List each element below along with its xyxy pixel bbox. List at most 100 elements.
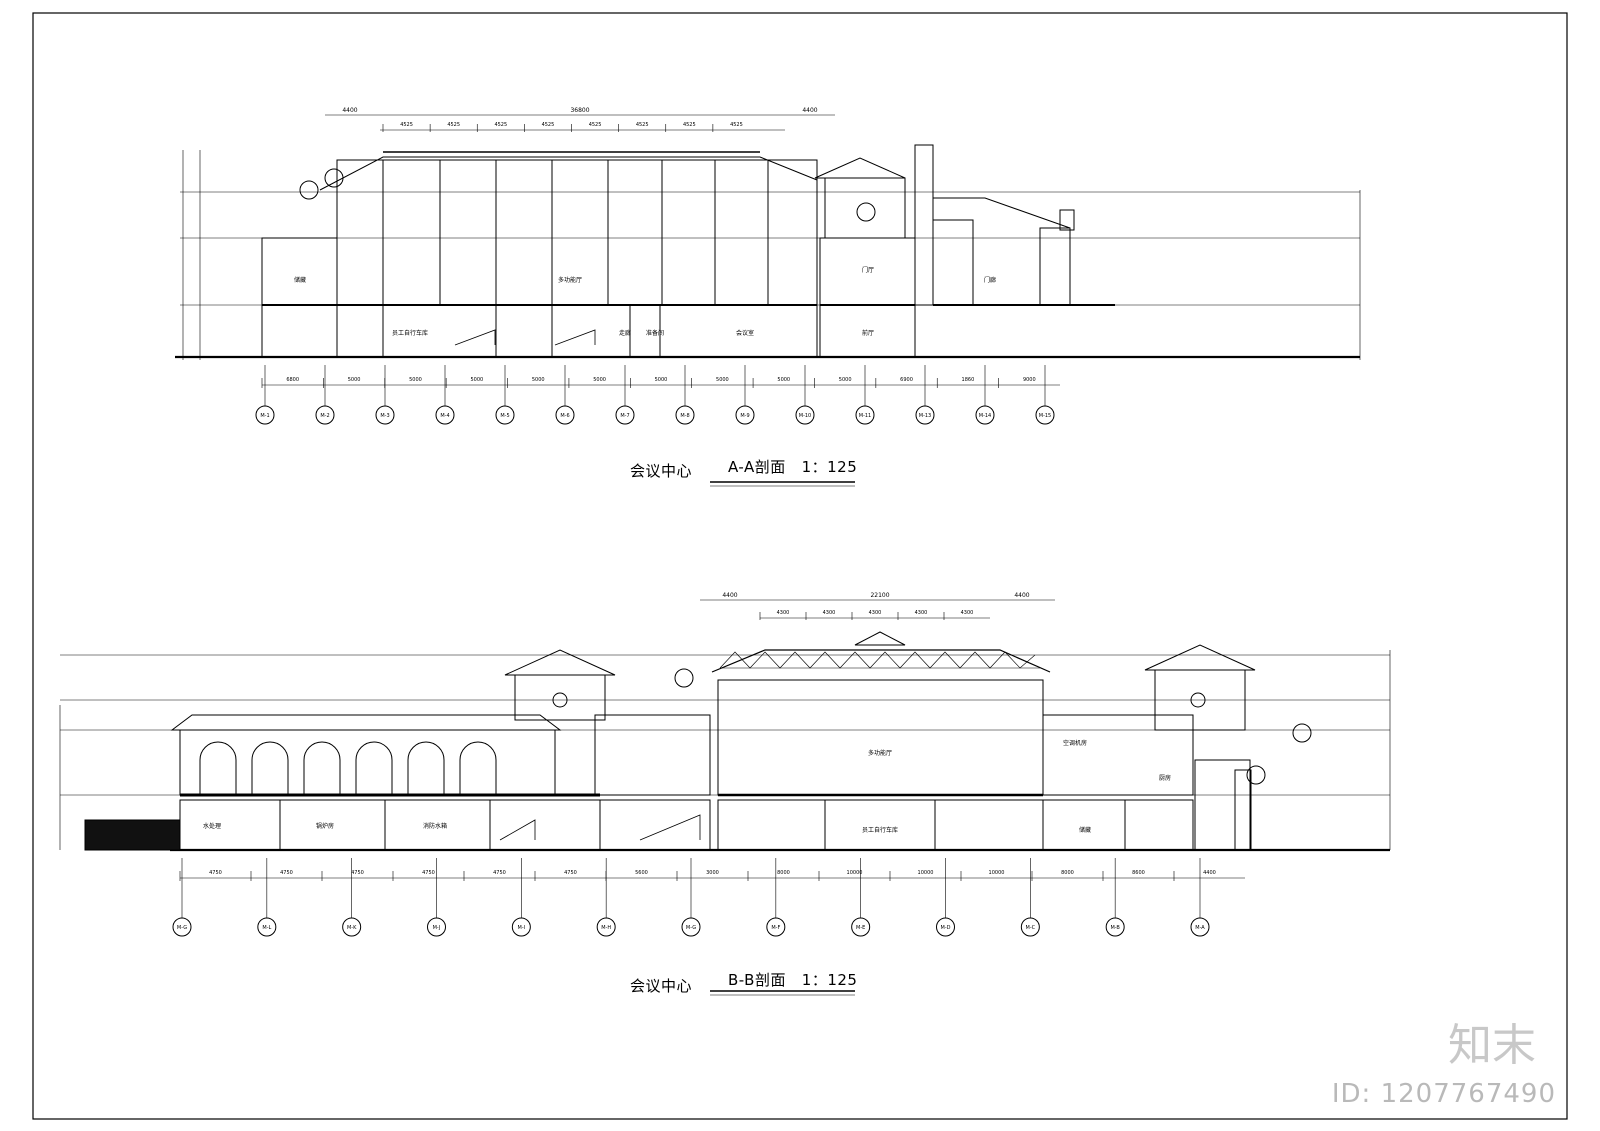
overall-dimension-label: 36800 (570, 107, 589, 114)
grid-dimension-label: 5000 (593, 377, 606, 383)
axis-bubble (495, 405, 515, 425)
grid-dimension-label: 5000 (470, 377, 483, 383)
room-label: 前厅 (862, 329, 874, 337)
room-label: 员工自行车库 (862, 826, 898, 834)
bay-dimension-label: 4525 (400, 122, 413, 128)
grid-dimension-label: 5000 (716, 377, 729, 383)
grid-dimension-label: 1860 (962, 377, 975, 383)
room-label: 多功能厅 (868, 749, 892, 757)
axis-bubble (342, 917, 362, 937)
axis-bubble (851, 917, 871, 937)
side-dimension-label: 4400 (342, 107, 357, 114)
room-label: 消防水箱 (423, 822, 447, 830)
section-b-drawing (59, 599, 1391, 879)
grid-dimension-label: 8000 (1061, 870, 1074, 876)
axis-bubble (795, 405, 815, 425)
sheet-border (32, 12, 1568, 1120)
bay-dimension-label: 4525 (683, 122, 696, 128)
grid-dimension-label: 10000 (989, 870, 1005, 876)
section-a-room-labels: 储藏多功能厅门厅门廊员工自行车库会议室前厅准备间走廊 (294, 266, 996, 337)
axis-bubble (735, 405, 755, 425)
watermark-id: ID: 1207767490 (1331, 1079, 1556, 1109)
section-b-label: B-B剖面 (728, 971, 786, 989)
grid-dimension-label: 4750 (209, 870, 222, 876)
section-a-scale: 1：125 (801, 458, 858, 476)
axis-label: M-I (518, 925, 526, 931)
grid-dimension-label: 5000 (655, 377, 668, 383)
bay-dimension-label: 4525 (542, 122, 555, 128)
watermark-brand-logo: 知末 (1448, 1020, 1536, 1071)
room-label: 空调机房 (1063, 739, 1087, 747)
axis-bubble (975, 405, 995, 425)
axis-label: M-7 (620, 413, 629, 419)
axis-label: M-B (1110, 925, 1120, 931)
axis-bubble (257, 917, 277, 937)
axis-bubble (435, 405, 455, 425)
grid-dimension-label: 4750 (351, 870, 364, 876)
axis-label: M-G (686, 925, 696, 931)
axis-bubble (1190, 917, 1210, 937)
axis-bubble (615, 405, 635, 425)
axis-bubble (172, 917, 192, 937)
section-a-building-name: 会议中心 (630, 462, 693, 480)
grid-dimension-label: 5000 (839, 377, 852, 383)
grid-dimension-label: 6900 (900, 377, 913, 383)
bay-dimension-label: 4525 (636, 122, 649, 128)
room-label: 门廊 (984, 276, 996, 284)
bay-dimension-label: 4300 (777, 610, 790, 616)
axis-label: M-E (856, 925, 865, 931)
grid-dimension-label: 5000 (348, 377, 361, 383)
grid-dimension-label: 4750 (422, 870, 435, 876)
axis-bubble (255, 405, 275, 425)
axis-bubble (555, 405, 575, 425)
side-dimension-label: 4400 (802, 107, 817, 114)
axis-bubble (681, 917, 701, 937)
axis-label: M-K (347, 925, 357, 931)
axis-label: M-1 (260, 413, 269, 419)
grid-dimension-label: 3000 (706, 870, 719, 876)
axis-label: M-J (433, 925, 441, 931)
axis-bubble (1035, 405, 1055, 425)
axis-label: M-5 (500, 413, 509, 419)
room-label: 储藏 (294, 276, 306, 284)
side-dimension-label: 4400 (722, 592, 737, 599)
axis-label: M-D (941, 925, 951, 931)
axis-label: M-C (1026, 925, 1036, 931)
grid-dimension-label: 10000 (847, 870, 863, 876)
grid-dimension-label: 8600 (1132, 870, 1145, 876)
room-label: 多功能厅 (558, 276, 582, 284)
section-b-building-name: 会议中心 (630, 977, 693, 995)
grid-dimension-label: 5600 (635, 870, 648, 876)
grid-dimension-label: 5000 (532, 377, 545, 383)
axis-label: M-H (601, 925, 611, 931)
grid-dimension-label: 6800 (286, 377, 299, 383)
grid-dimension-label: 4750 (564, 870, 577, 876)
axis-label: M-L (262, 925, 271, 931)
overall-dimension-label: 22100 (870, 592, 889, 599)
room-label: 水处理 (203, 822, 221, 830)
grid-dimension-label: 5000 (409, 377, 422, 383)
axis-label: M-G (177, 925, 187, 931)
axis-bubble (675, 405, 695, 425)
room-label: 厨房 (1159, 774, 1171, 782)
axis-label: M-14 (979, 413, 991, 419)
bay-dimension-label: 4300 (961, 610, 974, 616)
axis-bubble (936, 917, 955, 937)
section-a-title: A-A剖面 1：125 (728, 456, 857, 477)
axis-label: M-13 (919, 413, 931, 419)
grid-dimension-label: 9000 (1023, 377, 1036, 383)
section-b-scale: 1：125 (801, 971, 858, 989)
section-b-title: B-B剖面 1：125 (728, 969, 857, 990)
axis-label: M-11 (859, 413, 871, 419)
side-dimension-label: 4400 (1014, 592, 1029, 599)
axis-label: M-15 (1039, 413, 1051, 419)
room-label: 员工自行车库 (392, 329, 428, 337)
room-label: 会议室 (736, 329, 754, 337)
section-a-label: A-A剖面 (728, 458, 786, 476)
axis-bubble (427, 917, 446, 937)
axis-bubble (1105, 917, 1125, 937)
